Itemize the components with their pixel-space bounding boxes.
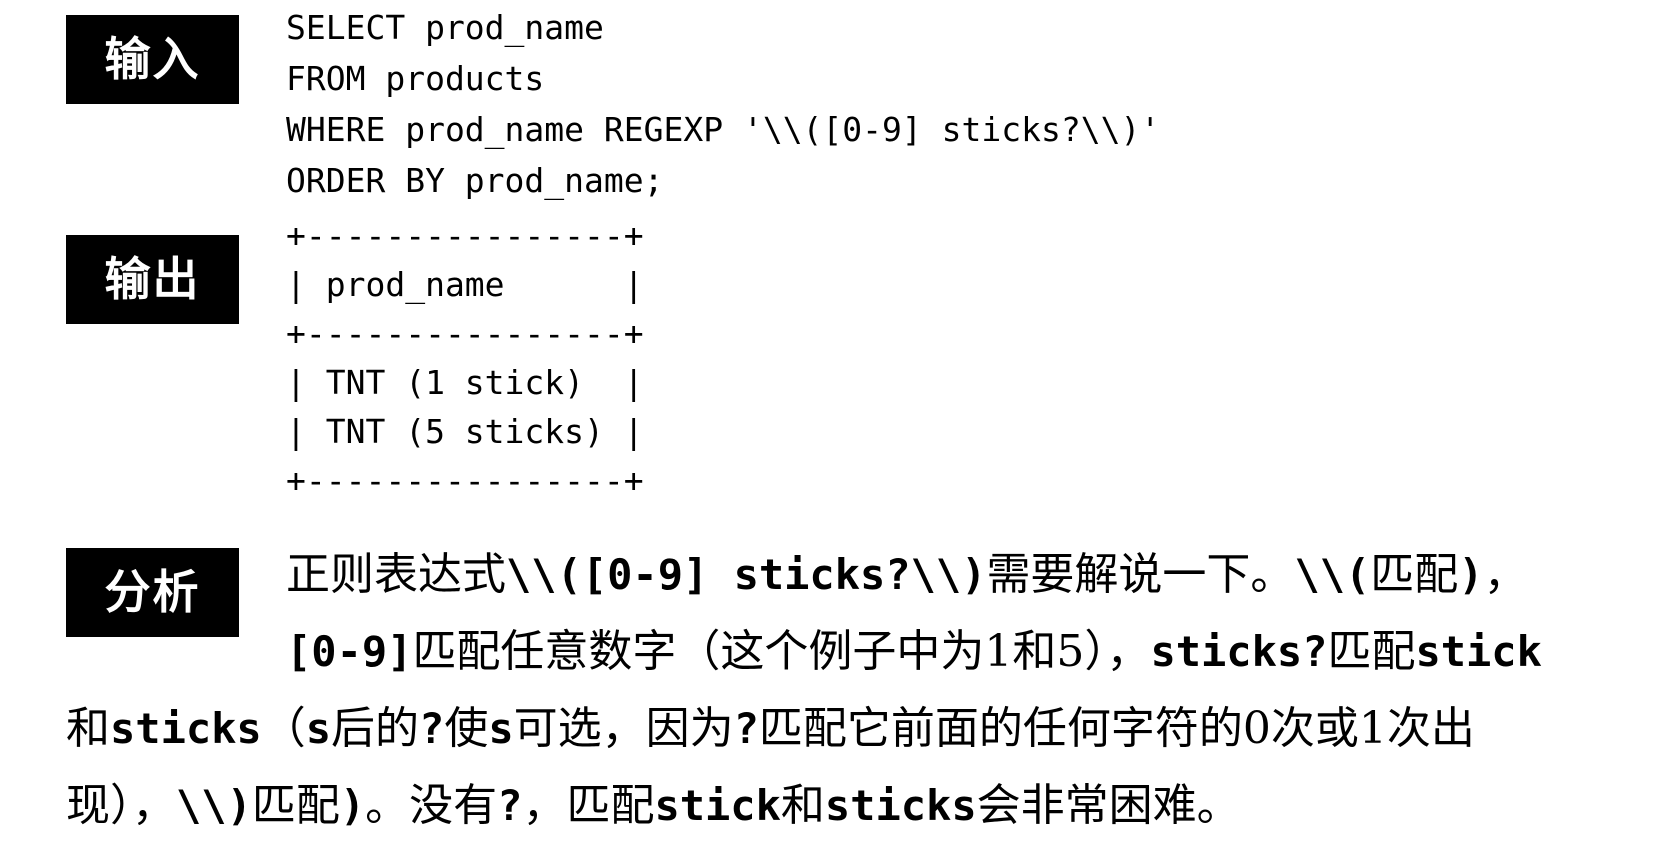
table-row: | TNT (1 stick) | (286, 363, 644, 402)
text-run: 可选，因为 (513, 703, 734, 754)
text-run: （ (261, 703, 306, 754)
table-row: +----------------+ (286, 314, 644, 353)
analysis-label: 分析 (66, 548, 239, 637)
code-line: ORDER BY prod_name; (286, 161, 664, 200)
analysis-line-3: 和sticks（s后的?使s可选，因为?匹配它前面的任何字符的0次或1次出 (66, 690, 1646, 767)
text-run: 现）， (66, 780, 176, 831)
text-run: 。没有 (365, 780, 498, 831)
text-run: 匹配 (1327, 626, 1416, 677)
text-run: 正则表达式 (286, 549, 506, 600)
code-run: s (488, 704, 514, 753)
code-run: \\) (176, 781, 252, 830)
table-row: +----------------+ (286, 216, 644, 255)
code-line: SELECT prod_name (286, 8, 604, 47)
analysis-line-2: [0-9]匹配任意数字（这个例子中为1和5），sticks?匹配stick (66, 613, 1646, 690)
code-run: \\([0-9] sticks?\\) (506, 550, 987, 599)
analysis-paragraph: 正则表达式\\([0-9] sticks?\\)需要解说一下。\\(匹配)， [… (66, 536, 1646, 844)
analysis-line-4: 现），\\)匹配)。没有?，匹配stick和sticks会非常困难。 (66, 767, 1646, 844)
code-run: \\( (1294, 550, 1371, 599)
code-run: ? (419, 704, 445, 753)
text-run: ，匹配 (522, 780, 655, 831)
code-line: FROM products (286, 59, 545, 98)
table-row: | prod_name | (286, 265, 644, 304)
code-run: ? (497, 781, 523, 830)
code-run: [0-9] (286, 627, 413, 676)
text-run: 匹配它前面的任何字符的0次或1次出 (758, 703, 1475, 754)
text-run: 匹配 (1370, 549, 1459, 600)
output-label: 输出 (66, 235, 239, 324)
code-run: stick (654, 781, 781, 830)
text-run: 和 (780, 780, 825, 831)
code-run: ) (1458, 550, 1484, 599)
analysis-line-1: 正则表达式\\([0-9] sticks?\\)需要解说一下。\\(匹配)， (66, 536, 1646, 613)
code-run: ) (339, 781, 366, 830)
text-run: 需要解说一下。 (986, 549, 1295, 600)
code-line: WHERE prod_name REGEXP '\\([0-9] sticks?… (286, 110, 1161, 149)
code-run: stick (1415, 627, 1542, 676)
output-table-block: +----------------+ | prod_name | +--------… (286, 211, 644, 505)
text-run: ， (1483, 549, 1528, 600)
text-run: 匹配任意数字（这个例子中为1和5）， (412, 626, 1151, 677)
text-run: 使 (444, 703, 489, 754)
text-run: 和 (66, 703, 110, 754)
code-run: sticks (824, 781, 977, 830)
table-row: +----------------+ (286, 461, 644, 500)
table-row: | TNT (5 sticks) | (286, 412, 644, 451)
code-run: ? (733, 704, 759, 753)
input-label: 输入 (66, 15, 239, 104)
text-run: 匹配 (251, 780, 340, 831)
code-run: sticks? (1150, 627, 1328, 676)
code-run: sticks (110, 704, 262, 753)
text-run: 会非常困难。 (976, 780, 1241, 831)
text-run: 后的 (331, 703, 420, 754)
code-run: s (305, 704, 332, 753)
